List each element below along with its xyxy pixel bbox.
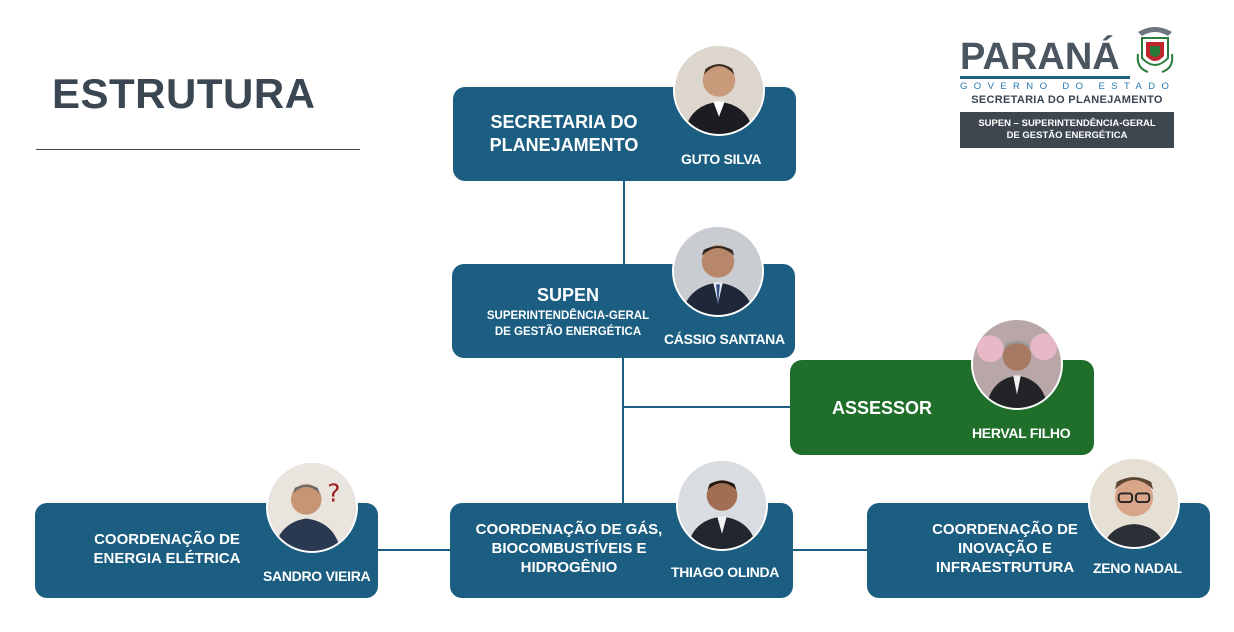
title-divider xyxy=(36,149,360,150)
node-title-line: BIOCOMBUSTÍVEIS E xyxy=(491,539,647,557)
node-title-line: COORDENAÇÃO DE xyxy=(94,531,240,548)
avatar-thiago-olinda xyxy=(676,459,768,551)
connector-secretaria-supen xyxy=(623,180,625,266)
person-name: ZENO NADAL xyxy=(1093,560,1182,576)
node-title-line: INFRAESTRUTURA xyxy=(935,558,1075,576)
page-title: ESTRUTURA xyxy=(52,70,316,117)
node-title-line: SECRETARIA DO xyxy=(490,112,638,132)
logo-wordmark: PARANÁ xyxy=(960,36,1120,78)
avatar-herval-filho xyxy=(971,318,1063,410)
node-title-line: ENERGIA ELÉTRICA xyxy=(93,549,241,567)
avatar-cassio-santana xyxy=(672,225,764,317)
parana-logo: PARANÁ GOVERNO DO ESTADO SECRETARIA DO P… xyxy=(958,24,1178,152)
connector-gas-inovacao xyxy=(790,549,870,551)
logo-government: GOVERNO DO ESTADO xyxy=(960,81,1176,92)
logo-secretariat: SECRETARIA DO PLANEJAMENTO xyxy=(971,94,1163,106)
node-title-line: PLANEJAMENTO xyxy=(489,134,639,155)
coat-of-arms-icon xyxy=(1134,24,1176,76)
logo-supen-band: SUPEN – SUPERINTENDÊNCIA-GERAL DE GESTÃO… xyxy=(960,112,1174,148)
person-name: GUTO SILVA xyxy=(681,151,762,167)
person-name: CÁSSIO SANTANA xyxy=(664,331,785,347)
node-title-line: INOVAÇÃO E xyxy=(958,539,1052,557)
person-name: HERVAL FILHO xyxy=(972,425,1071,441)
connector-supen-gas xyxy=(622,356,624,506)
connector-assessor xyxy=(623,406,793,408)
logo-underline xyxy=(960,76,1130,79)
avatar-zeno-nadal xyxy=(1088,457,1180,549)
svg-text:?: ? xyxy=(327,478,340,507)
node-subtitle-line: SUPERINTENDÊNCIA-GERAL xyxy=(486,310,650,322)
avatar-guto-silva xyxy=(673,44,765,136)
person-name: THIAGO OLINDA xyxy=(671,564,780,580)
avatar-sandro-vieira: ? xyxy=(266,461,358,553)
person-name: SANDRO VIEIRA xyxy=(263,568,371,584)
connector-energia-gas xyxy=(376,549,452,551)
node-title: SUPEN xyxy=(536,285,599,305)
node-title-line: HIDROGÊNIO xyxy=(520,558,618,576)
node-title-line: COORDENAÇÃO DE xyxy=(932,521,1078,538)
logo-band-line: SUPEN – SUPERINTENDÊNCIA-GERAL xyxy=(978,117,1156,129)
logo-band-line: DE GESTÃO ENERGÉTICA xyxy=(1006,130,1128,141)
node-title: ASSESSOR xyxy=(831,398,933,418)
node-subtitle-line: DE GESTÃO ENERGÉTICA xyxy=(494,326,642,339)
node-title-line: COORDENAÇÃO DE GÁS, xyxy=(475,521,663,538)
